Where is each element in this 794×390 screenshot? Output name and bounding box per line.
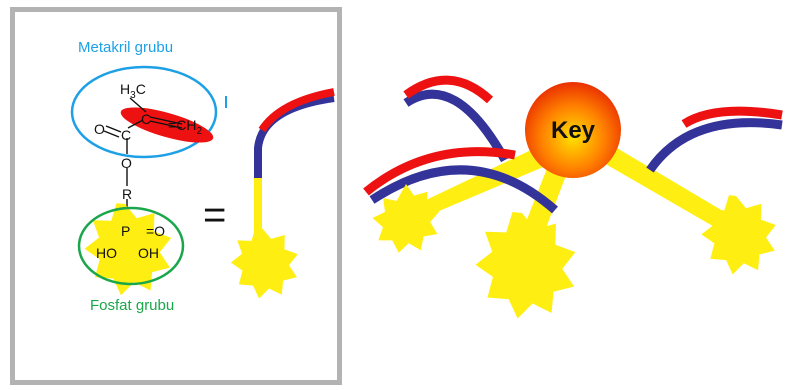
methacryl-group-ellipse <box>70 65 218 159</box>
oh-label: OH <box>138 245 159 261</box>
arc-long-left-red <box>363 147 516 196</box>
o-double-label: O <box>94 121 105 137</box>
arc-top-left-blue <box>403 89 509 163</box>
connector-right <box>590 138 738 236</box>
arc-top-left-red <box>403 75 494 104</box>
equals-sign: = <box>203 193 226 237</box>
c-upper-label: C <box>141 111 151 127</box>
methacryl-group-label: Metakril grubu <box>78 39 173 56</box>
phosphate-group-ellipse <box>77 206 185 286</box>
star-right <box>701 195 776 275</box>
p-label: P <box>121 223 130 239</box>
c-lower-label: C <box>121 127 131 143</box>
phosphate-group-label: Fosfat grubu <box>90 297 174 314</box>
arc-right-blue <box>646 118 783 173</box>
star-middle <box>475 212 576 319</box>
key-label: Key <box>551 117 596 144</box>
arc-long-left-blue <box>369 165 558 214</box>
key-assembly: Key <box>363 75 783 319</box>
r-label: R <box>122 186 132 202</box>
connector-left <box>405 140 560 222</box>
o-single-label: O <box>121 155 132 171</box>
ch2-label: =CH2 <box>168 117 202 137</box>
ho-label: HO <box>96 245 117 261</box>
h3c-label: H3C <box>120 81 146 101</box>
arc-right-red <box>681 106 783 128</box>
phosphate-star <box>84 203 172 296</box>
left-panel-frame <box>10 7 342 385</box>
monomer-symbol <box>230 88 335 299</box>
p-o-label: =O <box>146 223 165 239</box>
key-ball <box>525 82 621 178</box>
star-left <box>372 184 440 253</box>
